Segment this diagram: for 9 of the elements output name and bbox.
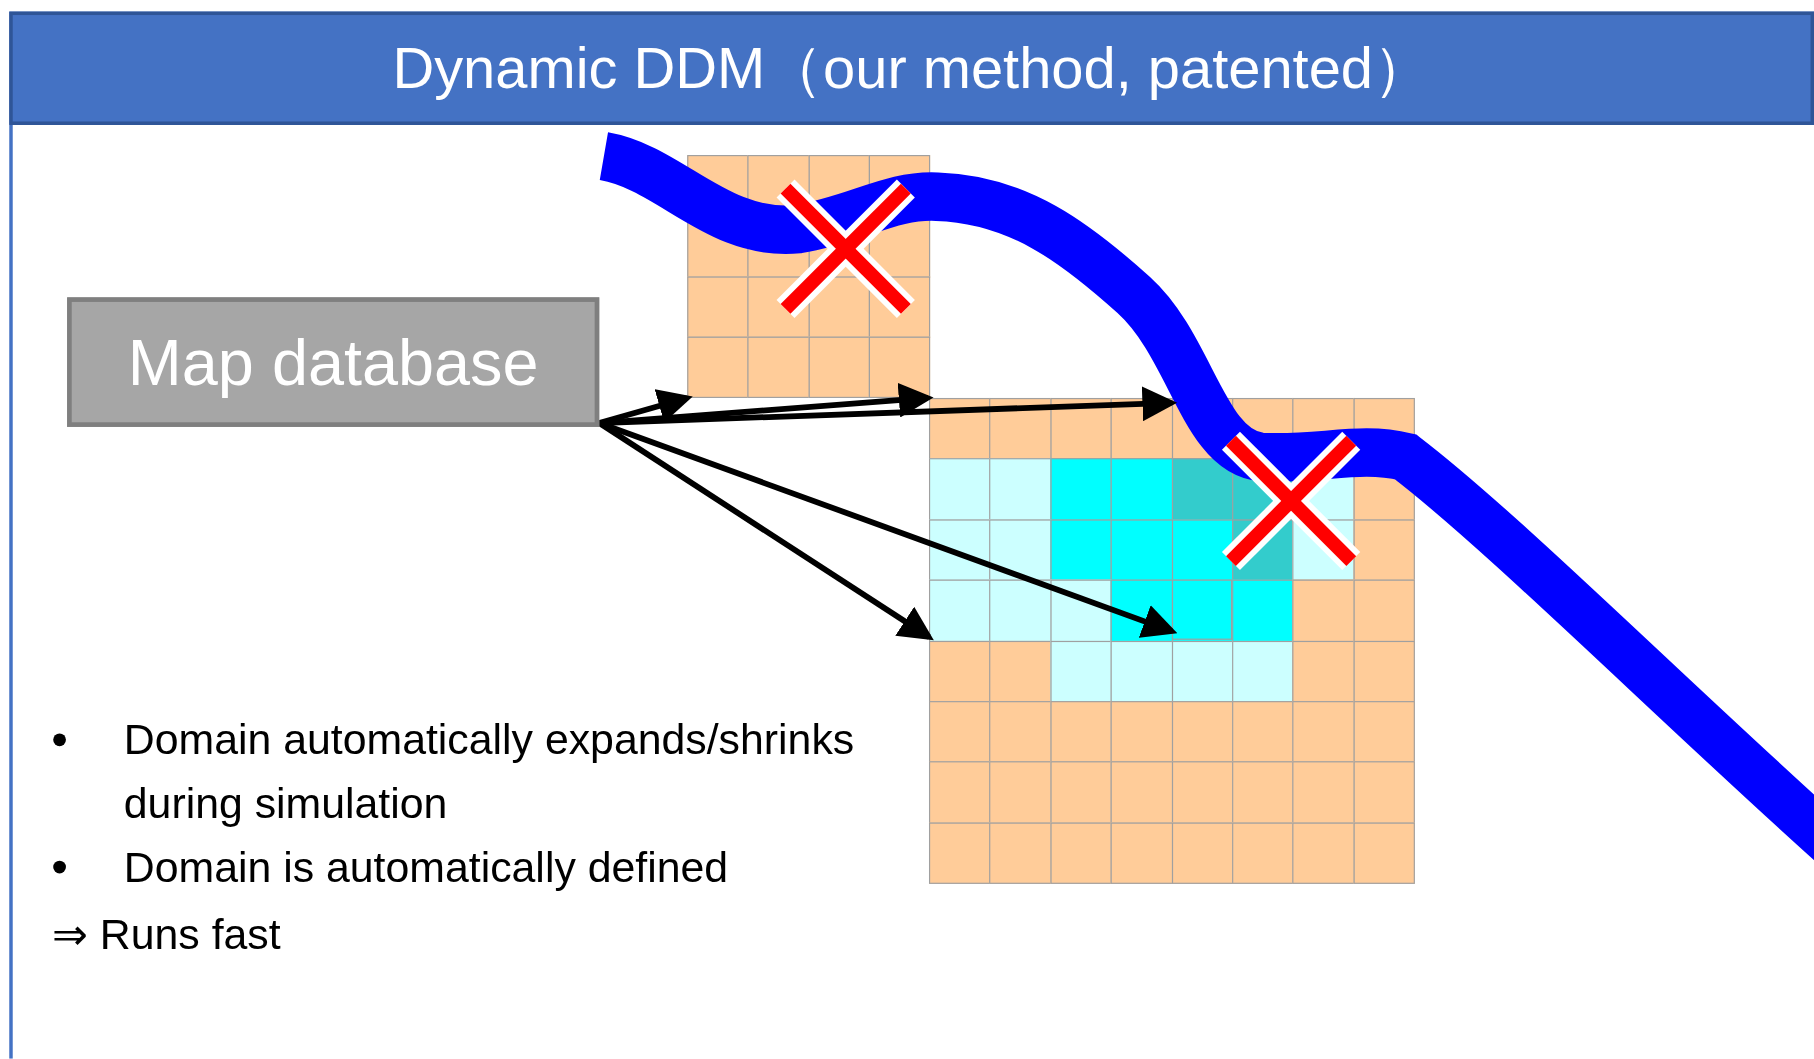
database-box: Map database xyxy=(67,297,600,427)
bullet-text: Domain is automatically defined xyxy=(123,842,730,893)
grid-cell xyxy=(1171,579,1233,640)
bullet-text: Domain automatically expands/shrinks during simulation xyxy=(123,715,856,830)
grid-map xyxy=(929,397,1414,884)
grid-map xyxy=(687,155,929,398)
title-bar: Dynamic DDM（our method, patented） xyxy=(9,11,1814,125)
arrow xyxy=(599,386,1178,426)
conclusion-text: ⇒ Runs fast xyxy=(52,909,282,960)
